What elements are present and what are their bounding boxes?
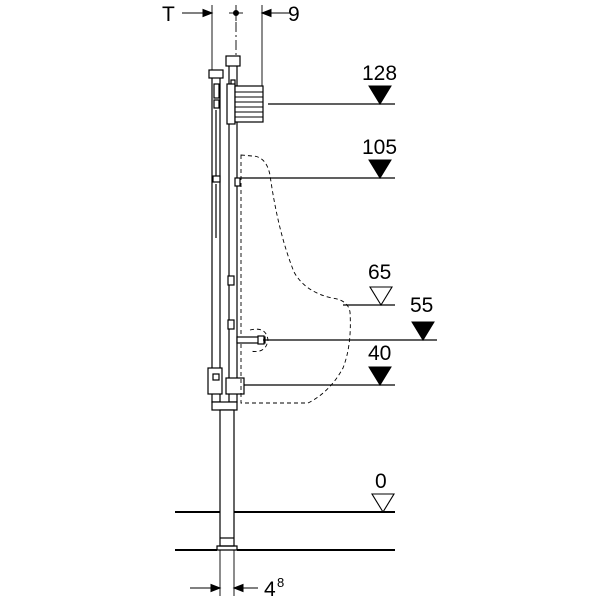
filled-triangle-icon — [368, 159, 392, 179]
level-label-55: 55 — [410, 294, 433, 317]
level-label-65: 65 — [368, 261, 391, 284]
level-40: 40 — [368, 342, 392, 386]
filled-triangle-icon — [368, 366, 392, 386]
level-label-0: 0 — [375, 470, 387, 493]
dimension-label-4: 4 — [264, 578, 276, 600]
level-65: 65 — [368, 261, 393, 307]
dimension-label-sup-8: 8 — [277, 575, 284, 590]
urinal-outline — [236, 154, 351, 404]
level-128: 128 — [362, 62, 397, 105]
top-dimension: T 9 — [162, 3, 300, 86]
supply-connector — [226, 83, 264, 125]
level-105: 105 — [362, 136, 397, 179]
level-0: 0 — [371, 470, 395, 514]
hollow-triangle-icon — [371, 493, 395, 514]
level-label-105: 105 — [362, 136, 397, 159]
floor-lines — [175, 511, 395, 551]
level-label-128: 128 — [362, 62, 397, 85]
dimension-label-t: T — [162, 3, 175, 26]
filled-triangle-icon — [411, 321, 435, 341]
level-55: 55 — [410, 294, 435, 341]
hollow-triangle-icon — [369, 286, 393, 307]
installation-frame — [207, 22, 245, 551]
filled-triangle-icon — [368, 85, 392, 105]
dimension-label-9: 9 — [288, 3, 300, 26]
level-label-40: 40 — [368, 342, 391, 365]
bottom-dimension: 4 8 — [190, 550, 284, 600]
level-lines — [241, 103, 437, 386]
